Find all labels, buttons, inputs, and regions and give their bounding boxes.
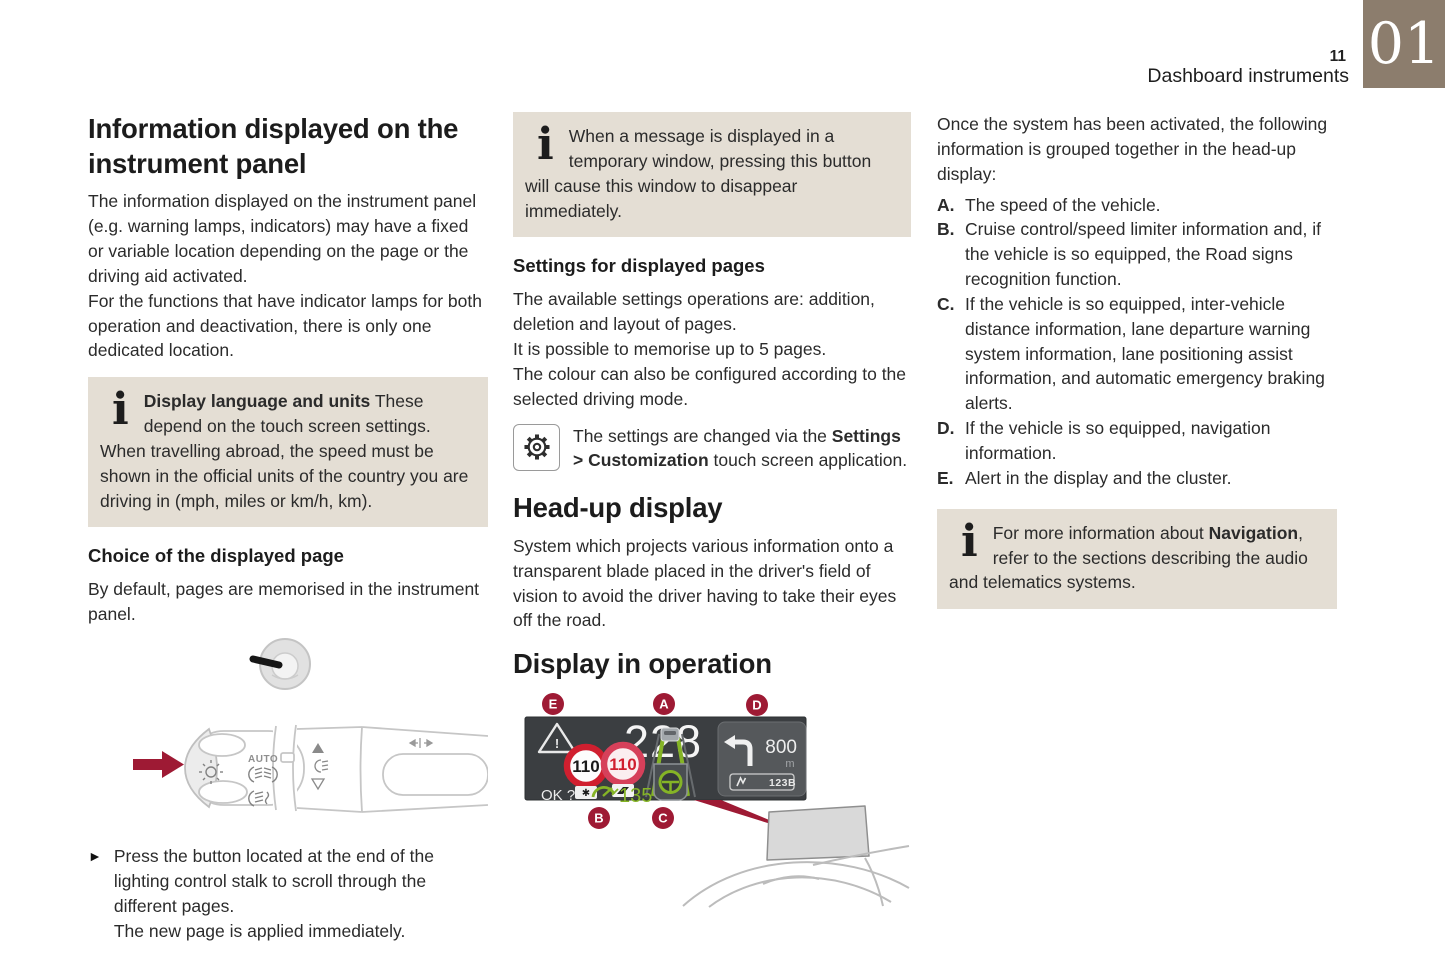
hud-title: Head-up display (513, 492, 723, 524)
svg-text:110: 110 (572, 757, 599, 776)
hud-items-list: A. The speed of the vehicle. B. Cruise c… (937, 193, 1337, 491)
hud-svg: ! 228 110 ✱ (524, 692, 910, 908)
lane-assist-icon (645, 727, 696, 801)
choice-paragraph: By default, pages are memorised in the i… (88, 579, 480, 625)
steering-wheel-icon (249, 638, 311, 691)
svg-text:110: 110 (609, 755, 636, 774)
memorised-speed-sign: 110 ✱ (563, 743, 609, 799)
projection-blade-sketch (682, 805, 910, 908)
info-box-body: When a message is displayed in a tempora… (525, 126, 872, 221)
list-item: E. Alert in the display and the cluster. (937, 467, 1232, 488)
subheading-choice-of-page: Choice of the displayed page (88, 545, 344, 567)
svg-text:E: E (549, 696, 558, 711)
hud-illustration: ! 228 110 ✱ (513, 692, 911, 913)
left-column: Information displayed on the instrument … (88, 112, 489, 943)
subheading-settings-pages: Settings for displayed pages (513, 255, 765, 277)
callout-labels: E A D B C (542, 692, 768, 829)
list-item: D. If the vehicle is so equipped, naviga… (937, 418, 1271, 463)
road-sign-icon (617, 786, 629, 794)
lighting-stalk-illustration: AUTO (88, 633, 489, 834)
auto-label: AUTO (248, 754, 278, 765)
list-item: C. If the vehicle is so equipped, inter-… (937, 293, 1325, 414)
hud-paragraph: System which projects various informatio… (513, 535, 897, 631)
svg-text:A: A (659, 696, 669, 711)
svg-text:D: D (752, 697, 761, 712)
info-icon: i (112, 384, 129, 436)
beam-selector-icons (310, 743, 329, 791)
list-item: A. The speed of the vehicle. (937, 194, 1161, 215)
action-arrow-marker: ► (88, 848, 102, 865)
chapter-number: 01 (1367, 10, 1441, 77)
section-title: Dashboard instruments (1147, 65, 1349, 87)
svg-text:!: ! (555, 736, 559, 751)
memorised-speed-icon: ✱ (582, 788, 590, 799)
action-bullet-text: Press the button located at the end of t… (113, 846, 434, 941)
display-in-operation-title: Display in operation (513, 648, 772, 680)
motorway-icon (736, 776, 747, 787)
dipped-beam-icon (248, 766, 278, 783)
navigation-box: 800 m 123B (717, 721, 807, 797)
hud-set-speed: 135 (619, 785, 652, 807)
hud-ok-text: OK ? (541, 787, 575, 804)
info-box-body: For more information about Navigation, r… (949, 522, 1308, 593)
indicator-arrows-icon (408, 738, 434, 749)
warning-triangle-icon: ! (537, 722, 577, 754)
fog-light-icon (248, 790, 270, 807)
info-icon: i (537, 119, 554, 170)
info-box-navigation: i For more information about Navigation,… (937, 508, 1337, 610)
stalk-body (184, 724, 489, 813)
hud-info-intro: Once the system has been activated, the … (937, 114, 1328, 184)
info-icon: i (961, 515, 978, 567)
info-box-body: These depend on the touch screen setting… (100, 391, 469, 511)
intro-paragraph: The information displayed on the instrum… (88, 191, 482, 361)
action-bullet: ► Press the button located at the end of… (88, 844, 488, 943)
press-arrow (133, 751, 184, 779)
settings-paragraph: The available settings operations are: a… (513, 289, 907, 409)
gear-icon (513, 423, 560, 471)
svg-text:AUTO: AUTO (248, 754, 278, 765)
chapter-tab: 01 (1363, 0, 1445, 88)
cruise-speed-icon (591, 785, 619, 798)
page-title: Information displayed on the instrument … (88, 113, 459, 179)
nav-distance-unit: m (785, 758, 794, 770)
info-box-temporary-window: i When a message is displayed in a tempo… (513, 112, 911, 238)
nav-distance: 800 (765, 737, 797, 758)
page-number: 11 (1329, 48, 1346, 65)
turn-left-arrow-icon (724, 734, 735, 749)
svg-text:C: C (658, 810, 668, 825)
road-badge: 123B (769, 777, 796, 789)
info-box-language-units: i Display language and units These depen… (88, 377, 488, 528)
info-box-title: Display language and units (143, 391, 371, 412)
settings-note-text: The settings are changed via the Setting… (573, 425, 908, 471)
list-item: B. Cruise control/speed limiter informat… (937, 219, 1321, 290)
detected-speed-sign: 110 (600, 741, 646, 797)
lighting-stalk-svg: AUTO (133, 638, 489, 813)
sidelights-icon (199, 760, 223, 785)
middle-column: i When a message is displayed in a tempo… (513, 112, 911, 913)
settings-note: The settings are changed via the Setting… (513, 423, 911, 474)
right-column: Once the system has been activated, the … (937, 112, 1337, 610)
svg-text:B: B (594, 810, 603, 825)
